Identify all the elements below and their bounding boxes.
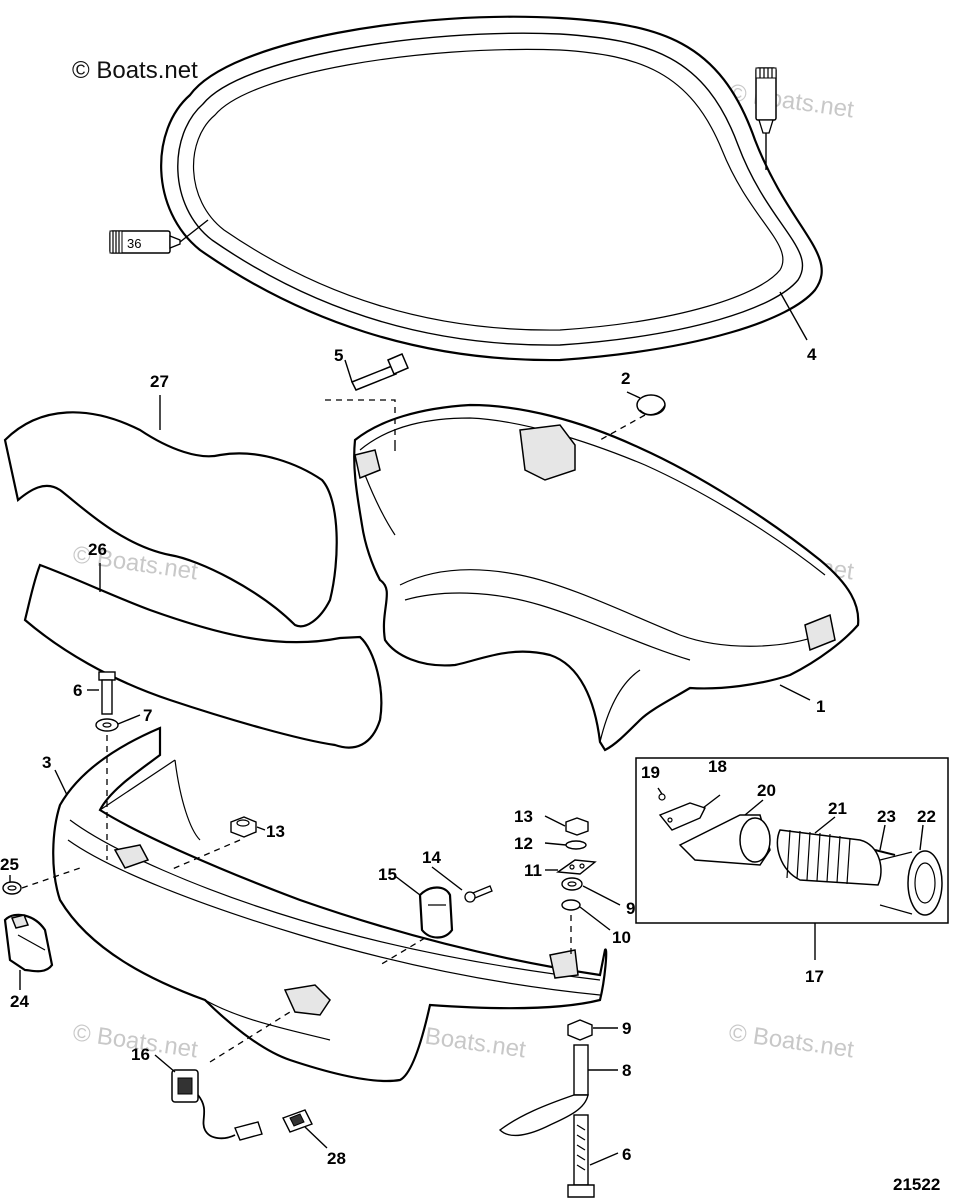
callout-2: 2 — [621, 369, 630, 388]
nut-part-13-left — [169, 816, 257, 871]
bottom-cowl-part-3 — [52, 726, 608, 1082]
top-cowl-part-1 — [353, 403, 860, 752]
decal-part-27 — [3, 411, 338, 628]
callout-19: 19 — [641, 763, 660, 782]
inset-kit-part-17 — [635, 757, 949, 924]
callout-15: 15 — [378, 865, 397, 884]
nut-part-13-right — [565, 817, 589, 836]
callout-21: 21 — [828, 799, 847, 818]
screw-part-14 — [464, 885, 493, 903]
nut-part-9-bottom — [567, 1019, 593, 1041]
washer-part-10 — [561, 899, 581, 955]
callout-12: 12 — [514, 834, 533, 853]
leader-lines — [9, 291, 924, 1166]
callout-24: 24 — [10, 992, 29, 1011]
callout-20: 20 — [757, 781, 776, 800]
callout-10: 10 — [612, 928, 631, 947]
callout-8: 8 — [622, 1061, 631, 1080]
decal-part-26 — [23, 563, 383, 749]
plate-part-11 — [556, 859, 597, 875]
callout-22: 23 — [877, 807, 896, 826]
sealant-tube-right — [755, 67, 777, 170]
callout-26: 26 — [88, 540, 107, 559]
sealant-tube-label: 36 — [127, 236, 141, 251]
callout-16: 16 — [131, 1045, 150, 1064]
callout-13-left: 13 — [266, 822, 285, 841]
callout-11: 11 — [524, 861, 542, 880]
sealant-tube-left: 36 — [109, 219, 209, 254]
washer-part-7 — [95, 718, 119, 732]
callout-23: 22 — [917, 807, 936, 826]
bolt-part-5 — [325, 353, 409, 455]
washer-part-12 — [565, 840, 587, 850]
callout-9-top: 9 — [626, 899, 635, 918]
clip-part-15 — [379, 886, 454, 966]
callout-25: 25 — [0, 855, 19, 874]
callout-18: 18 — [708, 757, 727, 776]
callout-1: 1 — [816, 697, 825, 716]
washer-part-25 — [2, 867, 81, 895]
switch-part-16 — [171, 1011, 291, 1141]
connector-part-28 — [282, 1109, 313, 1133]
callout-5: 5 — [334, 346, 343, 365]
callout-4: 4 — [807, 345, 817, 364]
callout-6-top: 6 — [73, 681, 82, 700]
callout-6-bottom: 6 — [622, 1145, 631, 1164]
watermark: © Boats.net — [727, 1019, 856, 1063]
bolt-part-6-bottom — [567, 1114, 595, 1198]
callout-9-bottom: 9 — [622, 1019, 631, 1038]
callout-13-right: 13 — [514, 807, 533, 826]
callout-27: 27 — [150, 372, 169, 391]
seal-part-4 — [160, 15, 823, 362]
callout-17: 17 — [805, 967, 824, 986]
callout-labels: 1 2 3 4 5 6 6 7 8 9 9 10 11 12 13 13 14 … — [0, 345, 936, 1168]
bracket-part-8 — [498, 1044, 589, 1137]
diagram-number: 21522 — [893, 1175, 940, 1194]
callout-14: 14 — [422, 848, 441, 867]
callout-28: 28 — [327, 1149, 346, 1168]
grommet-part-9-top — [561, 877, 583, 891]
watermark-dark: © Boats.net — [72, 57, 198, 84]
callout-3: 3 — [42, 753, 51, 772]
plug-part-2 — [599, 394, 666, 441]
latch-part-24 — [3, 913, 54, 973]
callout-7: 7 — [143, 706, 152, 725]
bolt-part-6-top — [98, 671, 116, 860]
